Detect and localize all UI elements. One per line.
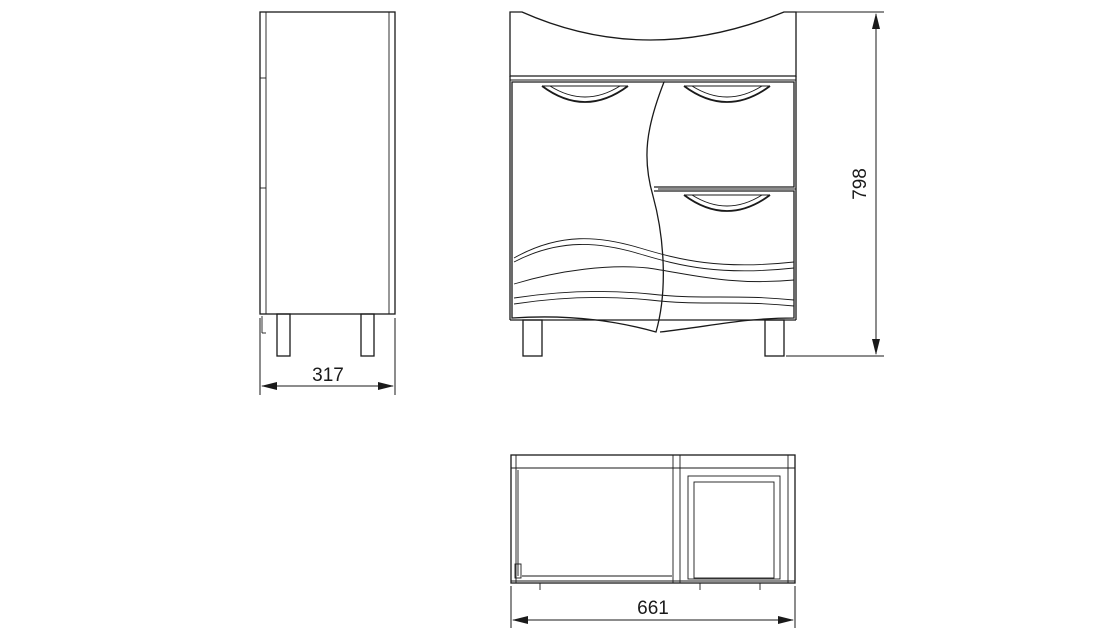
side-body <box>259 11 396 315</box>
washbasin <box>509 11 797 77</box>
drawer-box-outer <box>687 475 781 580</box>
top-outline <box>510 454 796 584</box>
front-right-leg <box>764 319 785 357</box>
left-door <box>511 81 665 333</box>
side-back-leg <box>360 313 375 357</box>
width-dimension-label: 661 <box>637 598 669 619</box>
height-dimension: 798 <box>786 11 884 357</box>
wave-decoration <box>513 266 795 285</box>
left-door-handle-icon <box>541 85 629 103</box>
dimension-arrow <box>778 616 794 624</box>
dimension-arrow <box>378 382 394 390</box>
wave-decoration <box>513 290 795 301</box>
depth-dimension: 317 <box>259 318 396 395</box>
hinge-block <box>514 563 522 579</box>
top-drawer-front <box>654 81 795 188</box>
width-dimension: 661 <box>510 586 796 628</box>
wave-decoration <box>513 244 795 272</box>
dimension-arrow <box>872 13 880 29</box>
bottom-drawer-handle-icon <box>683 194 771 212</box>
top-drawer-handle-icon <box>683 85 771 103</box>
side-view <box>259 11 396 357</box>
bottom-drawer-front <box>654 190 795 333</box>
front-view <box>509 11 797 357</box>
side-front-leg <box>276 313 291 357</box>
depth-dimension-label: 317 <box>312 365 344 386</box>
dimension-arrow <box>872 339 880 355</box>
drawer-box-inner <box>693 481 775 579</box>
dimension-arrow <box>512 616 528 624</box>
wave-decoration <box>513 296 795 307</box>
wave-decoration <box>513 238 795 266</box>
dimension-arrow <box>261 382 277 390</box>
height-dimension-label: 798 <box>850 168 871 200</box>
top-view <box>510 454 796 590</box>
front-left-leg <box>522 319 543 357</box>
